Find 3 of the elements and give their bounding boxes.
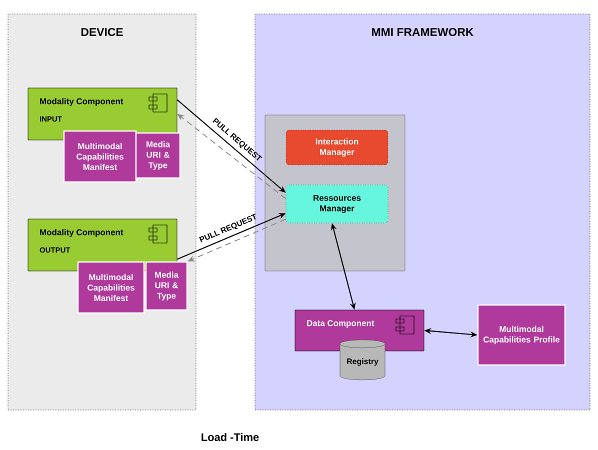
manager-box: Ressources Manager <box>286 184 388 224</box>
caption: Load -Time <box>202 432 259 442</box>
manager-box: Interaction Manager <box>286 130 388 166</box>
